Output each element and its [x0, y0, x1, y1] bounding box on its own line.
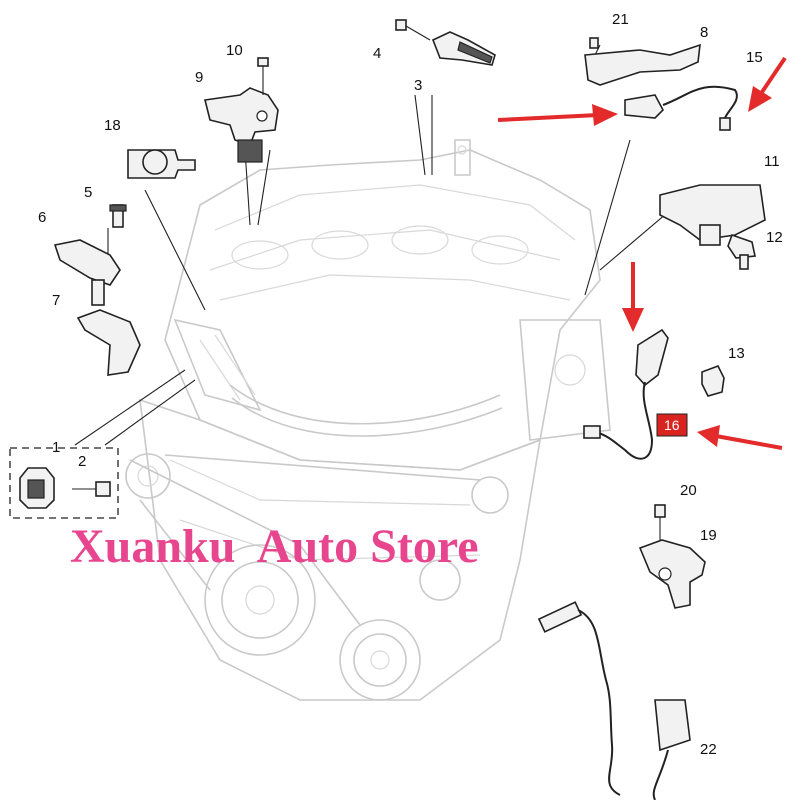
- highlight-arrows: [497, 56, 787, 450]
- callout-5: 5: [84, 184, 92, 201]
- part-6-sensor: [53, 239, 121, 306]
- part-10-bolt: [257, 57, 269, 95]
- callout-16-badge: [656, 413, 688, 437]
- part-16-sensor: [583, 328, 669, 460]
- arrow-to-part-15-tip: [748, 56, 787, 112]
- callout-9: 9: [195, 69, 203, 86]
- callout-labels: 1 2 3 4 5 6 7 8 9 10 11 12 13 15 16 18 1…: [38, 11, 783, 758]
- part-7-bracket: [76, 309, 141, 376]
- callout-6: 6: [38, 209, 46, 226]
- part-8-bracket: [584, 43, 701, 86]
- store-watermark: Xuanku Auto Store: [70, 520, 479, 573]
- part-13-connector: [701, 364, 725, 397]
- part-12-bolt: [727, 233, 756, 270]
- arrow-to-part-16-connector: [622, 262, 644, 332]
- callout-21: 21: [612, 11, 629, 28]
- callout-20: 20: [680, 482, 697, 499]
- part-22-sensor: [537, 601, 691, 800]
- callout-3: 3: [414, 77, 422, 94]
- callout-1: 1: [52, 439, 60, 456]
- callout-19: 19: [700, 527, 717, 544]
- callout-16: 16: [664, 417, 680, 433]
- callout-2: 2: [78, 453, 86, 470]
- callout-18: 18: [104, 117, 121, 134]
- callout-7: 7: [52, 292, 60, 309]
- part-20-bolt: [654, 504, 666, 540]
- part-3-sensor: [431, 31, 496, 66]
- part-11-sensor: [659, 184, 766, 246]
- part-21-bolt: [589, 37, 599, 49]
- part-9-sensor: [204, 87, 279, 163]
- callout-8: 8: [700, 24, 708, 41]
- callout-13: 13: [728, 345, 745, 362]
- part-19-sensor: [638, 539, 706, 609]
- callout-22: 22: [700, 741, 717, 758]
- callout-10: 10: [226, 42, 243, 59]
- part-1-group-box: [9, 447, 119, 519]
- part-15-sensor: [624, 85, 738, 131]
- part-5-bolt: [109, 204, 127, 228]
- arrow-to-part-15-connector: [497, 104, 618, 126]
- engine-block-illustration: [125, 139, 611, 701]
- part-2-bolt: [72, 481, 111, 497]
- part-4-bolt: [395, 19, 431, 41]
- callout-4: 4: [373, 45, 381, 62]
- callout-12: 12: [766, 229, 783, 246]
- callout-15: 15: [746, 49, 763, 66]
- callout-11: 11: [764, 153, 780, 170]
- part-18-sensor: [127, 149, 196, 179]
- arrow-to-part-16-label: [697, 425, 783, 450]
